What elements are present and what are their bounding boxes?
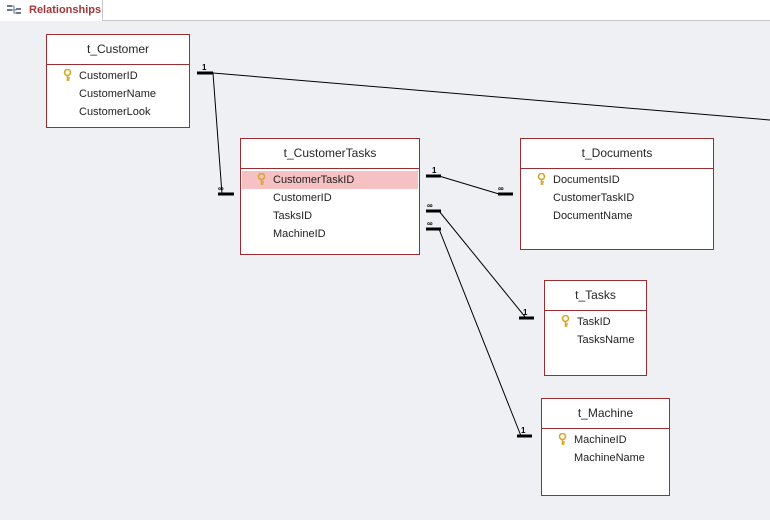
table-t-documents[interactable]: t_Documents DocumentsID CustomerTaskID D… [520,138,714,250]
one-marker: 1 [202,63,207,72]
primary-key-icon [257,173,266,185]
tab-bar-divider [0,20,770,21]
table-title[interactable]: t_CustomerTasks [241,139,419,169]
relationship-line [212,72,223,195]
document-tab-bar [0,0,770,20]
many-marker: ∞ [218,184,224,193]
field-item[interactable]: TasksName [545,331,646,349]
many-marker: ∞ [427,219,433,228]
field-label: CustomerName [79,88,157,100]
field-item[interactable]: MachineID [542,431,669,449]
field-item[interactable]: CustomerID [47,67,189,85]
field-item[interactable]: CustomerLook [47,103,189,121]
field-label: TasksName [577,334,635,346]
relationship-line [438,210,527,319]
field-item[interactable]: MachineID [241,225,419,243]
field-label: CustomerID [273,192,332,204]
many-marker: ∞ [427,201,433,210]
primary-key-icon [561,315,570,327]
field-item-selected[interactable]: CustomerTaskID [242,171,418,189]
tab-label: Relationships [29,4,102,16]
table-title[interactable]: t_Machine [542,399,669,429]
field-label: DocumentsID [553,174,620,186]
field-label: TasksID [273,210,313,222]
primary-key-icon [537,173,546,185]
table-title[interactable]: t_Customer [47,35,189,65]
field-label: CustomerID [79,70,138,82]
field-label: CustomerTaskID [273,174,355,186]
relationship-line [438,228,522,437]
relationships-icon [7,5,21,14]
field-item[interactable]: TasksID [241,207,419,225]
tab-relationships[interactable]: Relationships [0,0,103,21]
field-label: DocumentName [553,210,633,222]
many-marker: ∞ [498,184,504,193]
field-label: MachineID [273,228,326,240]
field-item[interactable]: DocumentsID [521,171,713,189]
table-title[interactable]: t_Tasks [545,281,646,311]
one-marker: 1 [523,308,528,317]
field-item[interactable]: MachineName [542,449,669,467]
primary-key-icon [63,69,72,81]
table-t-tasks[interactable]: t_Tasks TaskID TasksName [544,280,647,376]
table-t-customer[interactable]: t_Customer CustomerID CustomerName Custo… [46,34,190,128]
relationship-line [212,72,770,121]
field-item[interactable]: CustomerName [47,85,189,103]
field-item[interactable]: TaskID [545,313,646,331]
table-t-customertasks[interactable]: t_CustomerTasks CustomerTaskID CustomerI… [240,138,420,255]
table-title[interactable]: t_Documents [521,139,713,169]
field-label: MachineName [574,452,645,464]
field-label: TaskID [577,316,611,328]
field-item[interactable]: CustomerTaskID [521,189,713,207]
field-label: CustomerLook [79,106,151,118]
table-t-machine[interactable]: t_Machine MachineID MachineName [541,398,670,496]
field-label: CustomerTaskID [553,192,635,204]
field-item[interactable]: CustomerID [241,189,419,207]
primary-key-icon [558,433,567,445]
relationship-line [438,175,500,195]
field-label: MachineID [574,434,627,446]
one-marker: 1 [521,426,526,435]
one-marker: 1 [432,166,437,175]
field-item[interactable]: DocumentName [521,207,713,225]
